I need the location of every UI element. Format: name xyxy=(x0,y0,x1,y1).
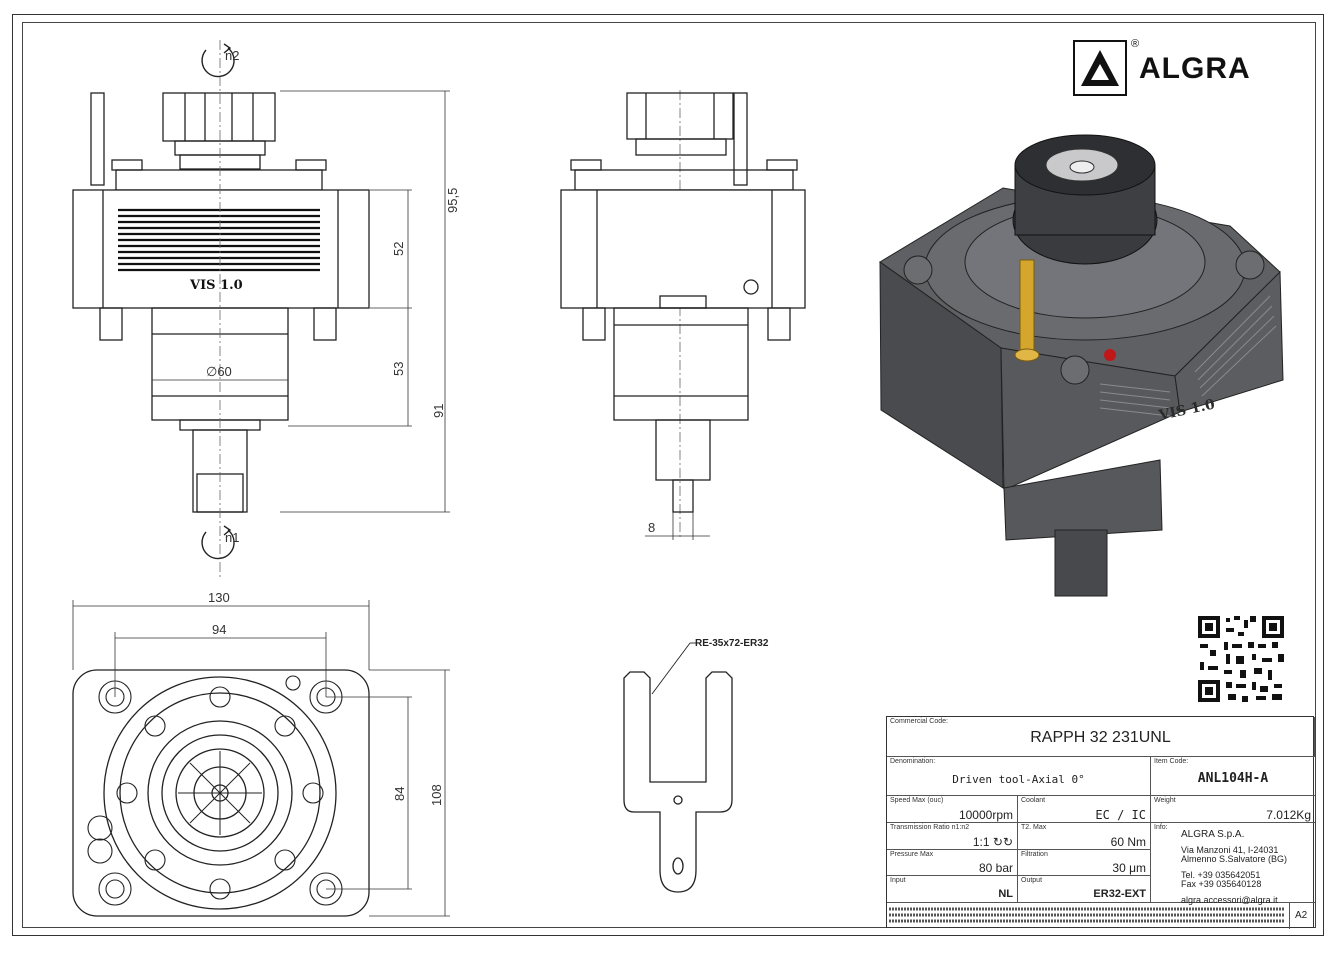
body-label: VIS 1.0 xyxy=(189,278,243,293)
front-elevation-view xyxy=(72,92,370,513)
fine-print xyxy=(889,906,1285,924)
speed-caption: Speed Max (ouc) xyxy=(890,797,944,804)
dim-top-lower: 53 xyxy=(391,362,406,376)
coolant-cell: Coolant EC / IC xyxy=(1018,796,1151,823)
filtration: 30 μm xyxy=(1112,861,1146,875)
filtration-caption: Filtration xyxy=(1021,851,1048,858)
address-line1: Via Manzoni 41, I-24031 xyxy=(1181,845,1279,855)
ratio-cell: Transmission Ratio n1:n2 1:1 ↻↻ xyxy=(887,823,1018,850)
input: NL xyxy=(998,888,1013,900)
vent-slots xyxy=(118,208,320,272)
commercial-code-caption: Commercial Code: xyxy=(890,718,948,725)
output-caption: Output xyxy=(1021,877,1043,884)
algra-logo-mark xyxy=(1073,40,1127,96)
speed: 10000rpm xyxy=(958,808,1013,822)
torque: 60 Nm xyxy=(1110,835,1146,849)
item-code-cell: Item Code: ANL104H-A xyxy=(1151,757,1315,796)
sheet-size-cell: A2 xyxy=(1289,903,1315,929)
wrench-key-view xyxy=(623,642,733,893)
qr-code xyxy=(1196,614,1286,704)
company: ALGRA S.p.A. xyxy=(1181,829,1245,840)
rotation-arrows xyxy=(201,43,235,560)
dimension-lines xyxy=(72,90,710,917)
denomination-caption: Denomination: xyxy=(890,758,936,765)
info-cell: Info: ALGRA S.p.A. Via Manzoni 41, I-240… xyxy=(1151,823,1315,905)
weight-cell: Weight 7.012Kg xyxy=(1151,796,1315,823)
rotation-label-n1: n1 xyxy=(225,530,239,545)
ratio-caption: Transmission Ratio n1:n2 xyxy=(890,824,970,831)
key-label: RE-35x72-ER32 xyxy=(695,638,769,649)
pressure: 80 bar xyxy=(978,861,1013,875)
denomination-cell: Denomination: Driven tool-Axial 0° xyxy=(887,757,1151,796)
coolant: EC / IC xyxy=(1095,808,1146,822)
speed-cell: Speed Max (ouc) 10000rpm xyxy=(887,796,1018,823)
pressure-caption: Pressure Max xyxy=(890,851,934,858)
input-cell: Input NL xyxy=(887,876,1018,903)
address-line2: Almenno S.Salvatore (BG) xyxy=(1181,854,1288,864)
output-cell: Output ER32-EXT xyxy=(1018,876,1151,903)
weight: 7.012Kg xyxy=(1266,808,1311,822)
algra-logo: ® ALGRA xyxy=(1073,38,1295,98)
brand-name: ALGRA xyxy=(1139,52,1251,85)
drawing-inner-border xyxy=(22,22,1316,928)
dim-top-bottom: 91 xyxy=(431,404,446,418)
tel: Tel. +39 035642051 xyxy=(1181,870,1261,880)
dim-top-body: 52 xyxy=(391,242,406,256)
dim-shaft-width: 8 xyxy=(648,520,655,535)
commercial-code-cell: Commercial Code: RAPPH 32 231UNL xyxy=(887,717,1315,757)
isometric-render: VIS 1.0 xyxy=(879,134,1284,597)
drawing-outer-border xyxy=(12,14,1324,936)
output: ER32-EXT xyxy=(1093,888,1146,900)
ratio: 1:1 ↻↻ xyxy=(972,835,1013,849)
title-block: Commercial Code: RAPPH 32 231UNL Denomin… xyxy=(886,716,1315,929)
torque-caption: T2. Max xyxy=(1021,824,1047,831)
input-caption: Input xyxy=(890,877,906,884)
plan-view xyxy=(72,669,370,917)
info-caption: Info: xyxy=(1154,824,1168,831)
dim-front-width: 130 xyxy=(208,590,230,605)
dim-front-height: 108 xyxy=(429,784,444,806)
sheet-size: A2 xyxy=(1295,910,1308,921)
dim-diameter: ∅60 xyxy=(206,364,232,379)
side-elevation-view xyxy=(560,92,806,513)
filtration-cell: Filtration 30 μm xyxy=(1018,850,1151,876)
dim-hole-vspan: 84 xyxy=(392,787,407,801)
dimension-texts: 95,5 52 53 91 ∅60 8 130 94 108 84 n2 n1 … xyxy=(189,48,769,806)
dim-hole-span: 94 xyxy=(212,622,226,637)
rotation-label-n2: n2 xyxy=(225,48,239,63)
pressure-cell: Pressure Max 80 bar xyxy=(887,850,1018,876)
denomination: Driven tool-Axial 0° xyxy=(952,773,1085,786)
commercial-code: RAPPH 32 231UNL xyxy=(1030,729,1171,746)
coolant-caption: Coolant xyxy=(1021,797,1046,804)
torque-cell: T2. Max 60 Nm xyxy=(1018,823,1151,850)
weight-caption: Weight xyxy=(1154,797,1176,804)
registered-mark: ® xyxy=(1131,38,1140,50)
dim-top-total: 95,5 xyxy=(445,188,460,213)
email[interactable]: algra.accessori@algra.it xyxy=(1181,895,1278,905)
item-code: ANL104H-A xyxy=(1197,771,1269,786)
fax: Fax +39 035640128 xyxy=(1181,879,1262,889)
item-code-caption: Item Code: xyxy=(1154,758,1189,765)
